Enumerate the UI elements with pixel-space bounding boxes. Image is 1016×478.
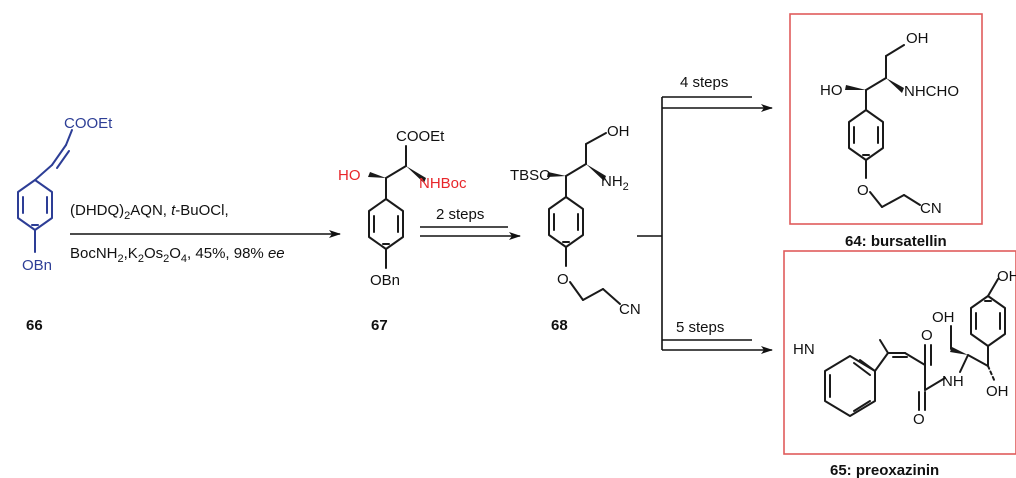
compound-68-nitrile-label: CN (619, 301, 641, 318)
compound-68-number: 68 (551, 317, 568, 334)
compound-64-caption: 64: bursatellin (845, 233, 947, 250)
compound-65-caption: 65: preoxazinin (830, 462, 939, 478)
compound-67-number: 67 (371, 317, 388, 334)
compound-65-phenol-label: OH (997, 268, 1016, 285)
step-4-label: 5 steps (676, 319, 724, 336)
step-2: 2 steps (420, 206, 521, 240)
compound-66-ester-label: COOEt (64, 115, 113, 132)
compound-68-silyl-ether-label: TBSO (510, 167, 551, 184)
compound-65-phenol-ring (970, 278, 1006, 367)
compound-64-hydroxyl-left-label: HO (820, 82, 843, 99)
step-3-label: 4 steps (680, 74, 728, 91)
compound-68-benzene-ring (548, 196, 584, 248)
compound-67-hydroxyl-label: HO (338, 167, 361, 184)
compound-65-box (783, 250, 1016, 455)
compound-67-wedge-bond-oh (368, 172, 386, 178)
compound-65-hydroxyl-benzylic-label: OH (986, 383, 1009, 400)
step-2-label: 2 steps (436, 206, 484, 223)
compound-65-hydroxyl-ch2-label: OH (932, 309, 955, 326)
compound-64-hydroxyl-top-label: OH (906, 30, 929, 47)
compound-64-formamide-label: NHCHO (904, 83, 959, 100)
compound-65-amide-nh-label: NH (942, 373, 964, 390)
compound-67-amine-label: NHBoc (419, 175, 467, 192)
branch-arrows: 4 steps 5 steps (637, 74, 773, 354)
compound-66: COOEt OBn 66 (17, 115, 113, 334)
compound-67: COOEt HO NHBoc OBn 67 (338, 128, 467, 334)
compound-64: OH HO NHCHO O CN 64: bursatellin (789, 13, 983, 250)
compound-68: OH TBSO NH2 O CN 68 (510, 123, 641, 334)
compound-68-wedge-bond-otbs (547, 172, 566, 177)
compound-65-ketone-o-label: O (921, 327, 933, 344)
compound-64-wedge-bond-oh (845, 85, 866, 90)
compound-65-amide-o-label: O (913, 411, 925, 428)
step-1-reagents-line-2: BocNH2,K2Os2O4, 45%, 98% ee (70, 245, 285, 265)
step-1: (DHDQ)2AQN, t-BuOCl, BocNH2,K2Os2O4, 45%… (70, 202, 341, 265)
compound-68-amine-label: NH2 (601, 173, 629, 193)
compound-66-ether-label: OBn (22, 257, 52, 274)
compound-65-indole (824, 339, 908, 417)
compound-66-acrylate-chain (34, 129, 73, 253)
compound-64-nitrile-label: CN (920, 200, 942, 217)
compound-64-wedge-bond-nh (886, 78, 904, 93)
compound-64-benzene-ring (848, 109, 884, 161)
compound-65-indole-nh-label: HN (793, 341, 815, 358)
compound-65-wedge-bond-ch2 (950, 347, 968, 355)
compound-66-number: 66 (26, 317, 43, 334)
compound-67-benzene-ring (368, 198, 404, 250)
compound-65: HN O O NH OH OH OH 65: preoxazinin (783, 250, 1016, 478)
compound-66-benzene-ring (17, 179, 53, 231)
compound-68-wedge-bond-nh2 (586, 164, 606, 181)
compound-68-ether-o-label: O (557, 271, 569, 288)
step-1-reagents-line-1: (DHDQ)2AQN, t-BuOCl, (70, 202, 229, 222)
compound-64-box (789, 13, 983, 225)
compound-64-ether-o-label: O (857, 182, 869, 199)
compound-67-wedge-bond-nh (406, 166, 426, 183)
compound-68-hydroxyl-label: OH (607, 123, 630, 140)
compound-67-ether-label: OBn (370, 272, 400, 289)
compound-67-ester-label: COOEt (396, 128, 445, 145)
